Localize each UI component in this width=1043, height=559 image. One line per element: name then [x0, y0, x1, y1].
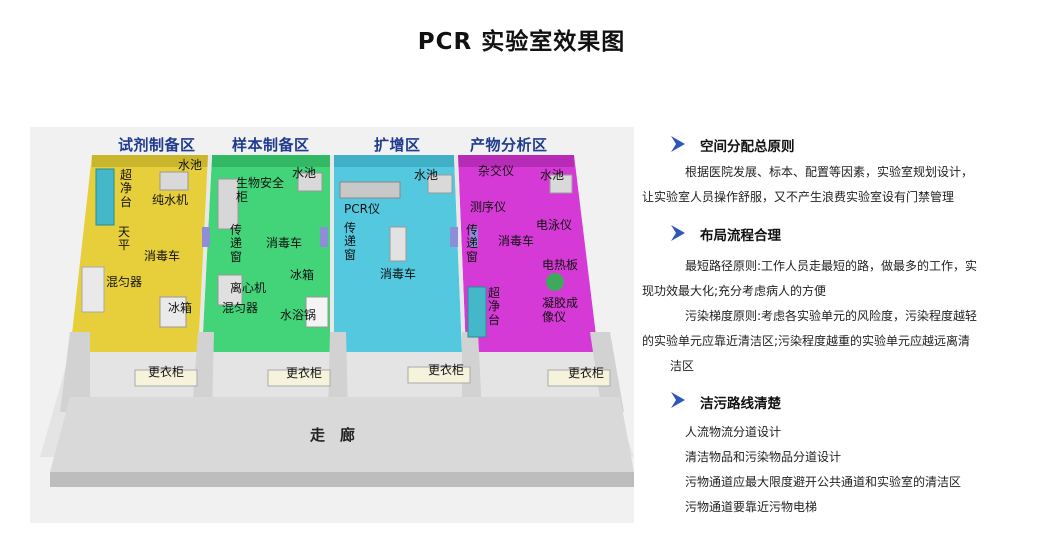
- label-locker-3: 更衣柜: [428, 363, 465, 377]
- lab-floorplan-svg: [30, 127, 634, 523]
- label-mixer: 混匀器: [106, 275, 143, 289]
- label-corridor: 走 廊: [310, 426, 356, 444]
- zone-label-analysis: 产物分析区: [470, 136, 548, 154]
- locker-1: [134, 369, 198, 387]
- label-locker-1: 更衣柜: [148, 365, 185, 379]
- zone-label-amplification: 扩增区: [374, 136, 421, 154]
- label-mixer: 混匀器: [222, 301, 259, 315]
- label-water-sink: 水池: [292, 166, 317, 180]
- label-freezer: 冰箱: [290, 268, 315, 282]
- label-electrophoresis: 电泳仪: [536, 218, 573, 232]
- lab-layout-figure: 试剂制备区 样本制备区 扩增区 产物分析区 超净台 水池 纯水机 天平 消毒车 …: [30, 127, 634, 523]
- label-ultra-clean-bench: 超净台: [488, 286, 501, 327]
- section-title-space: 空间分配总原则: [700, 139, 795, 155]
- label-water-sink: 水池: [178, 158, 203, 172]
- label-sequencer: 测序仪: [470, 200, 507, 214]
- page-title: PCR 实验室效果图: [417, 29, 626, 55]
- label-balance: 天平: [118, 225, 131, 253]
- para-line: 人流物流分道设计: [685, 425, 782, 439]
- label-biosafety-cabinet-text: 生物安全柜: [236, 176, 285, 204]
- label-pass-window: 传递窗: [344, 221, 357, 262]
- zone-label-sample: 样本制备区: [232, 136, 310, 154]
- label-gel-imager: 凝胶成像仪: [542, 296, 582, 325]
- label-centrifuge: 离心机: [230, 281, 267, 295]
- label-pass-window: 传递窗: [230, 223, 243, 264]
- para-line: 的实验单元应靠近清洁区;污染程度越重的实验单元应越远离清: [642, 334, 971, 348]
- locker-2: [267, 369, 331, 387]
- label-disinfect-cart: 消毒车: [144, 249, 181, 263]
- label-hot-plate: 电热板: [542, 258, 579, 272]
- para-line: 污物通道应最大限度避开公共通道和实验室的清洁区: [685, 475, 962, 489]
- label-water-purifier: 纯水机: [152, 193, 189, 207]
- label-gel-imager-text: 凝胶成像仪: [542, 296, 579, 324]
- label-pass-window: 传递窗: [466, 223, 479, 264]
- section-title-clean-dirty: 洁污路线清楚: [700, 396, 781, 412]
- zone-label-reagent: 试剂制备区: [118, 136, 196, 154]
- para-line: 清洁物品和污染物品分道设计: [685, 450, 842, 464]
- section-body-layout: 最短路径原则:工作人员走最短的路，做最多的工作，实 现功效最大化;充分考虑病人的…: [640, 254, 977, 379]
- label-hybrid-instrument: 杂交仪: [478, 164, 515, 178]
- section-body-space: 根据医院发展、标本、配置等因素，实验室规划设计， 让实验室人员操作舒服，又不产生…: [640, 160, 973, 210]
- corridor-floor: [50, 397, 634, 472]
- locker-4: [547, 369, 611, 387]
- label-disinfect-cart: 消毒车: [380, 267, 417, 281]
- para-line: 污染梯度原则:考虑各实验单元的风险度，污染程度越轻: [685, 309, 978, 323]
- label-disinfect-cart: 消毒车: [498, 234, 535, 248]
- label-biosafety-cabinet: 生物安全柜: [236, 176, 285, 205]
- chevron-right-icon: [671, 392, 685, 408]
- label-ultra-clean-bench: 超净台: [120, 168, 133, 209]
- locker-3: [407, 366, 471, 384]
- room-analysis-floor: [458, 155, 598, 352]
- equipment-clean-bench-1: [95, 168, 115, 226]
- label-locker-4: 更衣柜: [568, 366, 605, 380]
- para-line: 根据医院发展、标本、配置等因素，实验室规划设计，: [685, 165, 974, 179]
- label-disinfect-cart: 消毒车: [266, 236, 303, 250]
- para-line: 污物通道要靠近污物电梯: [685, 500, 818, 514]
- label-water-sink: 水池: [540, 168, 565, 182]
- para-line: 现功效最大化;充分考虑病人的方便: [642, 284, 827, 298]
- section-body-clean-dirty: 人流物流分道设计 清洁物品和污染物品分道设计 污物通道应最大限度避开公共通道和实…: [685, 420, 961, 520]
- section-title-layout: 布局流程合理: [700, 228, 781, 244]
- para-line: 最短路径原则:工作人员走最短的路，做最多的工作，实: [685, 259, 978, 273]
- para-line: 让实验室人员操作舒服，又不产生浪费实验室设有门禁管理: [642, 190, 955, 204]
- label-locker-2: 更衣柜: [286, 366, 323, 380]
- para-line: 洁区: [670, 359, 695, 373]
- label-freezer: 冰箱: [168, 301, 193, 315]
- label-water-sink: 水池: [414, 168, 439, 182]
- label-water-bath: 水浴锅: [280, 308, 317, 322]
- chevron-right-icon: [671, 136, 685, 152]
- label-pcr-instrument: PCR仪: [344, 202, 380, 216]
- chevron-right-icon: [671, 225, 685, 241]
